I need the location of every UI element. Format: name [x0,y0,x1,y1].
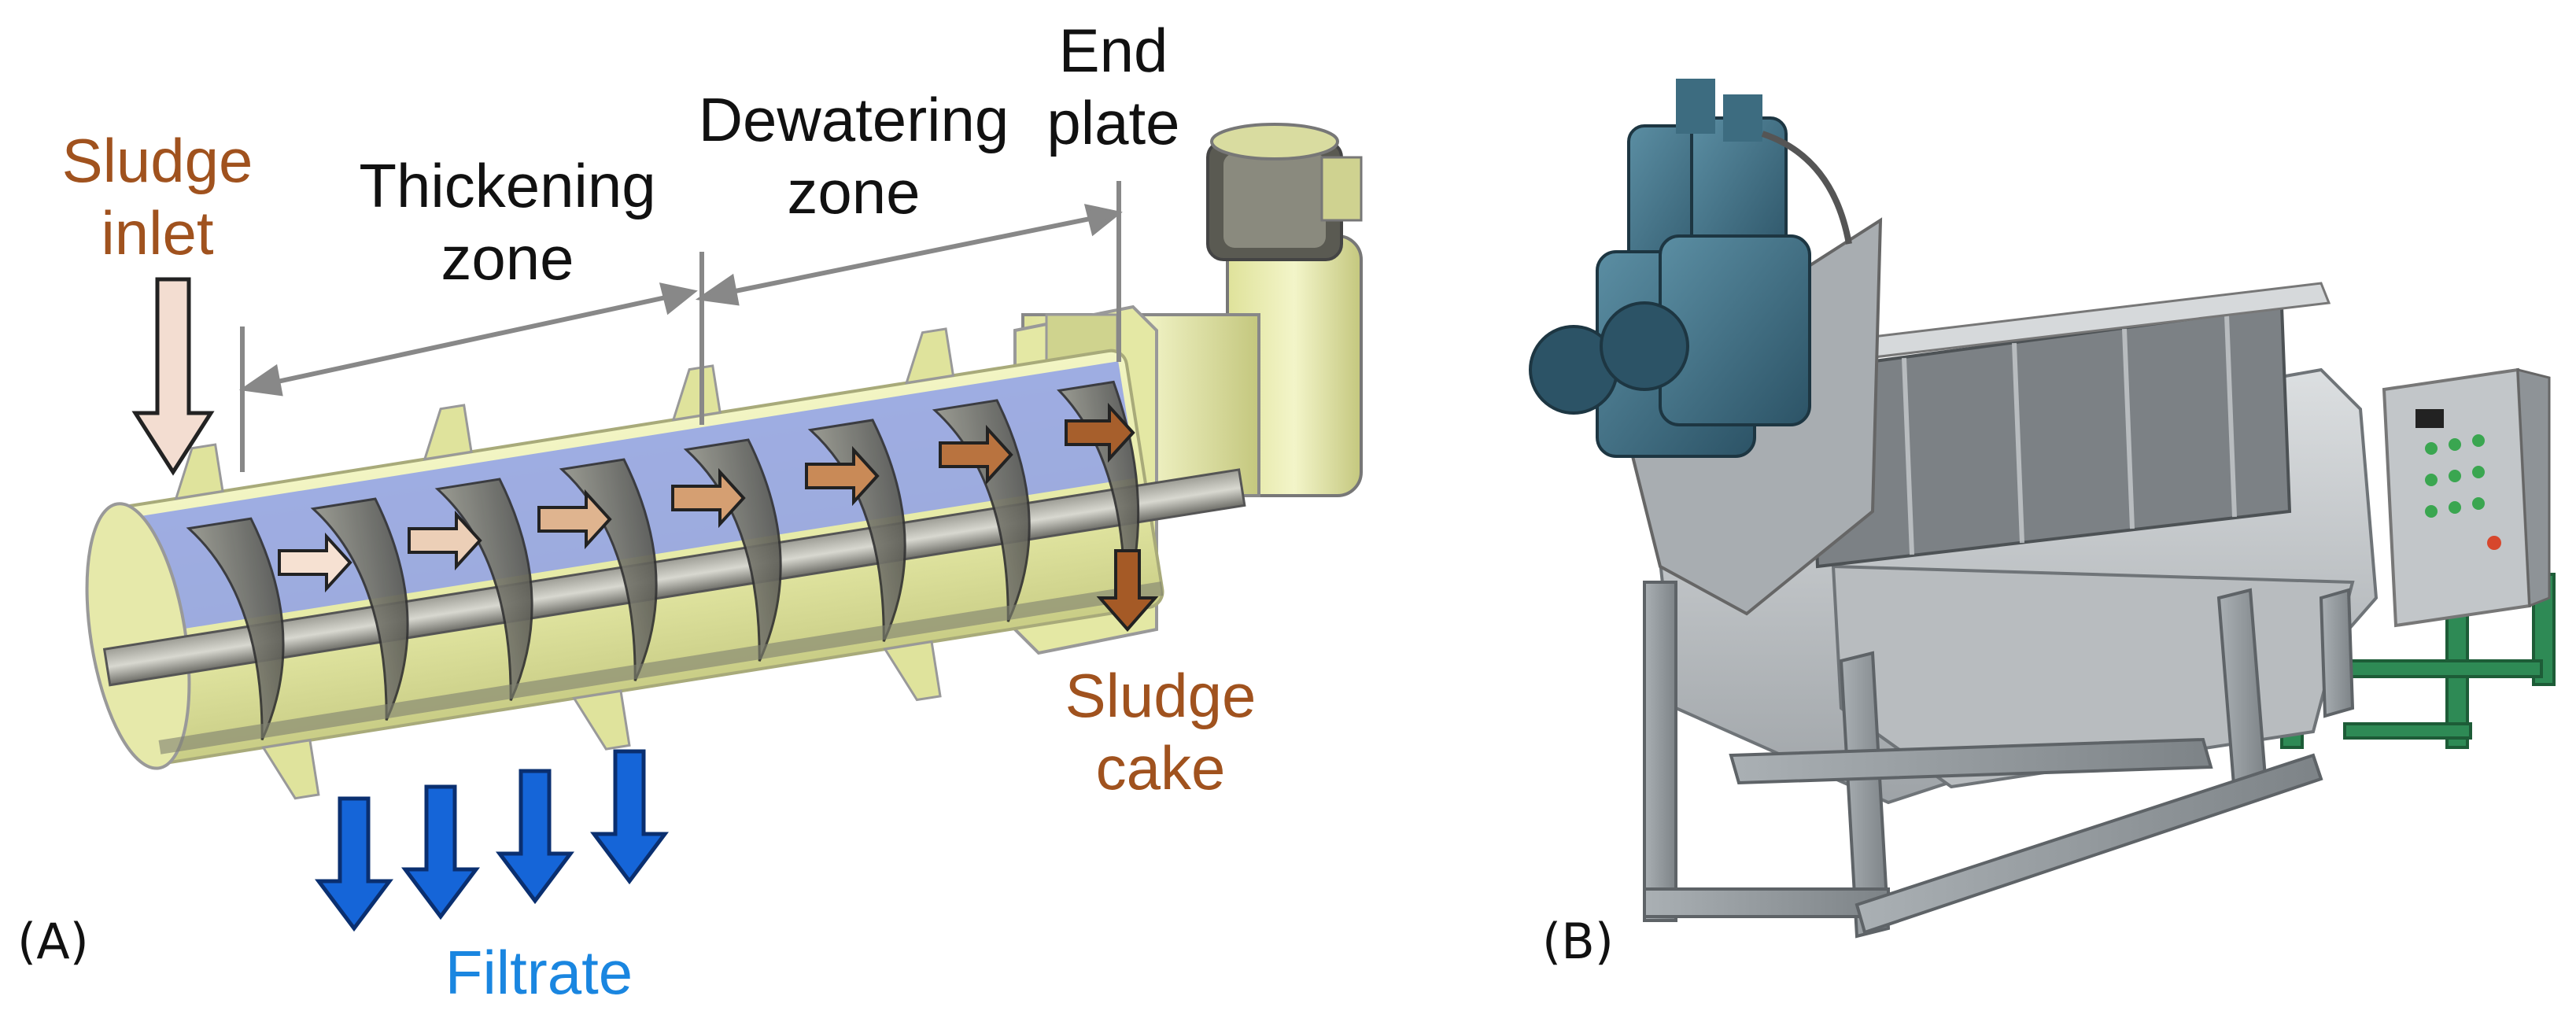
sludge-inlet-label-line1: Sludge [61,126,253,195]
down-arrow-icon [1096,549,1159,633]
panel-b-label: (B) [1542,913,1614,970]
right-arrow-icon [805,445,880,507]
dewatering-tank [1618,217,2379,805]
dimension-arrow-icon [695,204,1123,306]
down-arrow-icon [131,277,215,476]
down-arrow-icon [590,749,669,885]
right-arrow-icon [671,467,746,529]
end-plate-label-line2: plate [1046,88,1180,157]
down-arrow-icon [315,796,393,932]
panel-a-label: (A) [17,913,89,970]
sludge-inlet-label: Sludge inlet [31,124,283,269]
thickening-zone-label: Thickening zone [315,149,700,294]
end-plate-label-line1: End [1058,16,1168,85]
right-arrow-icon [1065,402,1135,463]
dimension-arrow-icon [238,282,698,397]
dewatering-zone-label-line2: zone [787,157,921,227]
thickening-zone-label-line1: Thickening [359,151,656,220]
screw-press-schematic [85,123,1363,932]
right-arrow-icon [537,489,612,550]
down-arrow-icon [496,769,574,905]
control-cabinet [2382,367,2551,628]
right-arrow-icon [408,510,482,571]
dewatering-zone-label-line1: Dewatering [698,85,1009,154]
drive-motors [1529,79,1852,458]
end-plate-label: End plate [1023,14,1204,159]
filtrate-arrows [315,749,669,932]
filtrate-label: Filtrate [445,938,633,1007]
screw-casing [85,327,1246,800]
thickening-zone-label-line2: zone [441,223,574,293]
sludge-flow-arrows [278,402,1135,593]
steel-frame [1643,581,2355,939]
sludge-cake-label: Sludge cake [1039,659,1282,804]
sludge-inlet-label-line2: inlet [101,198,214,267]
sludge-cake-label-line1: Sludge [1065,661,1257,730]
right-arrow-icon [278,532,352,593]
sludge-cake-label-line2: cake [1095,733,1226,802]
screw-press-machine-photo [1529,79,2556,939]
right-arrow-icon [939,424,1013,485]
zone-dimension-lines [238,181,1123,472]
down-arrow-icon [401,784,480,921]
dewatering-zone-label: Dewatering zone [661,83,1046,228]
